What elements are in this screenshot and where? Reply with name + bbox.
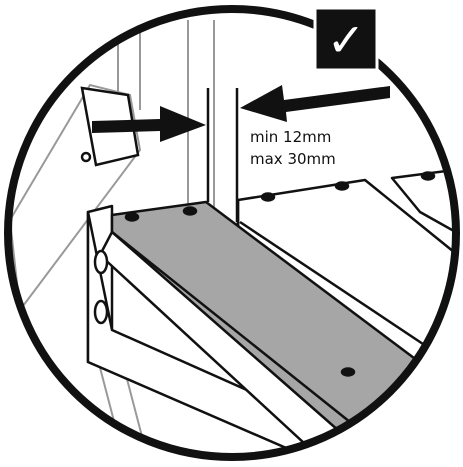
spacing-max-label: max 30mm [250,150,336,168]
right-arrow [240,85,390,122]
magnifier-frame [4,5,460,461]
gap-markers [206,88,239,222]
spacing-min-label: min 12mm [250,128,331,146]
check-badge: ✓ [313,6,379,72]
checkmark-icon: ✓ [327,13,366,67]
left-arrow [92,106,206,142]
